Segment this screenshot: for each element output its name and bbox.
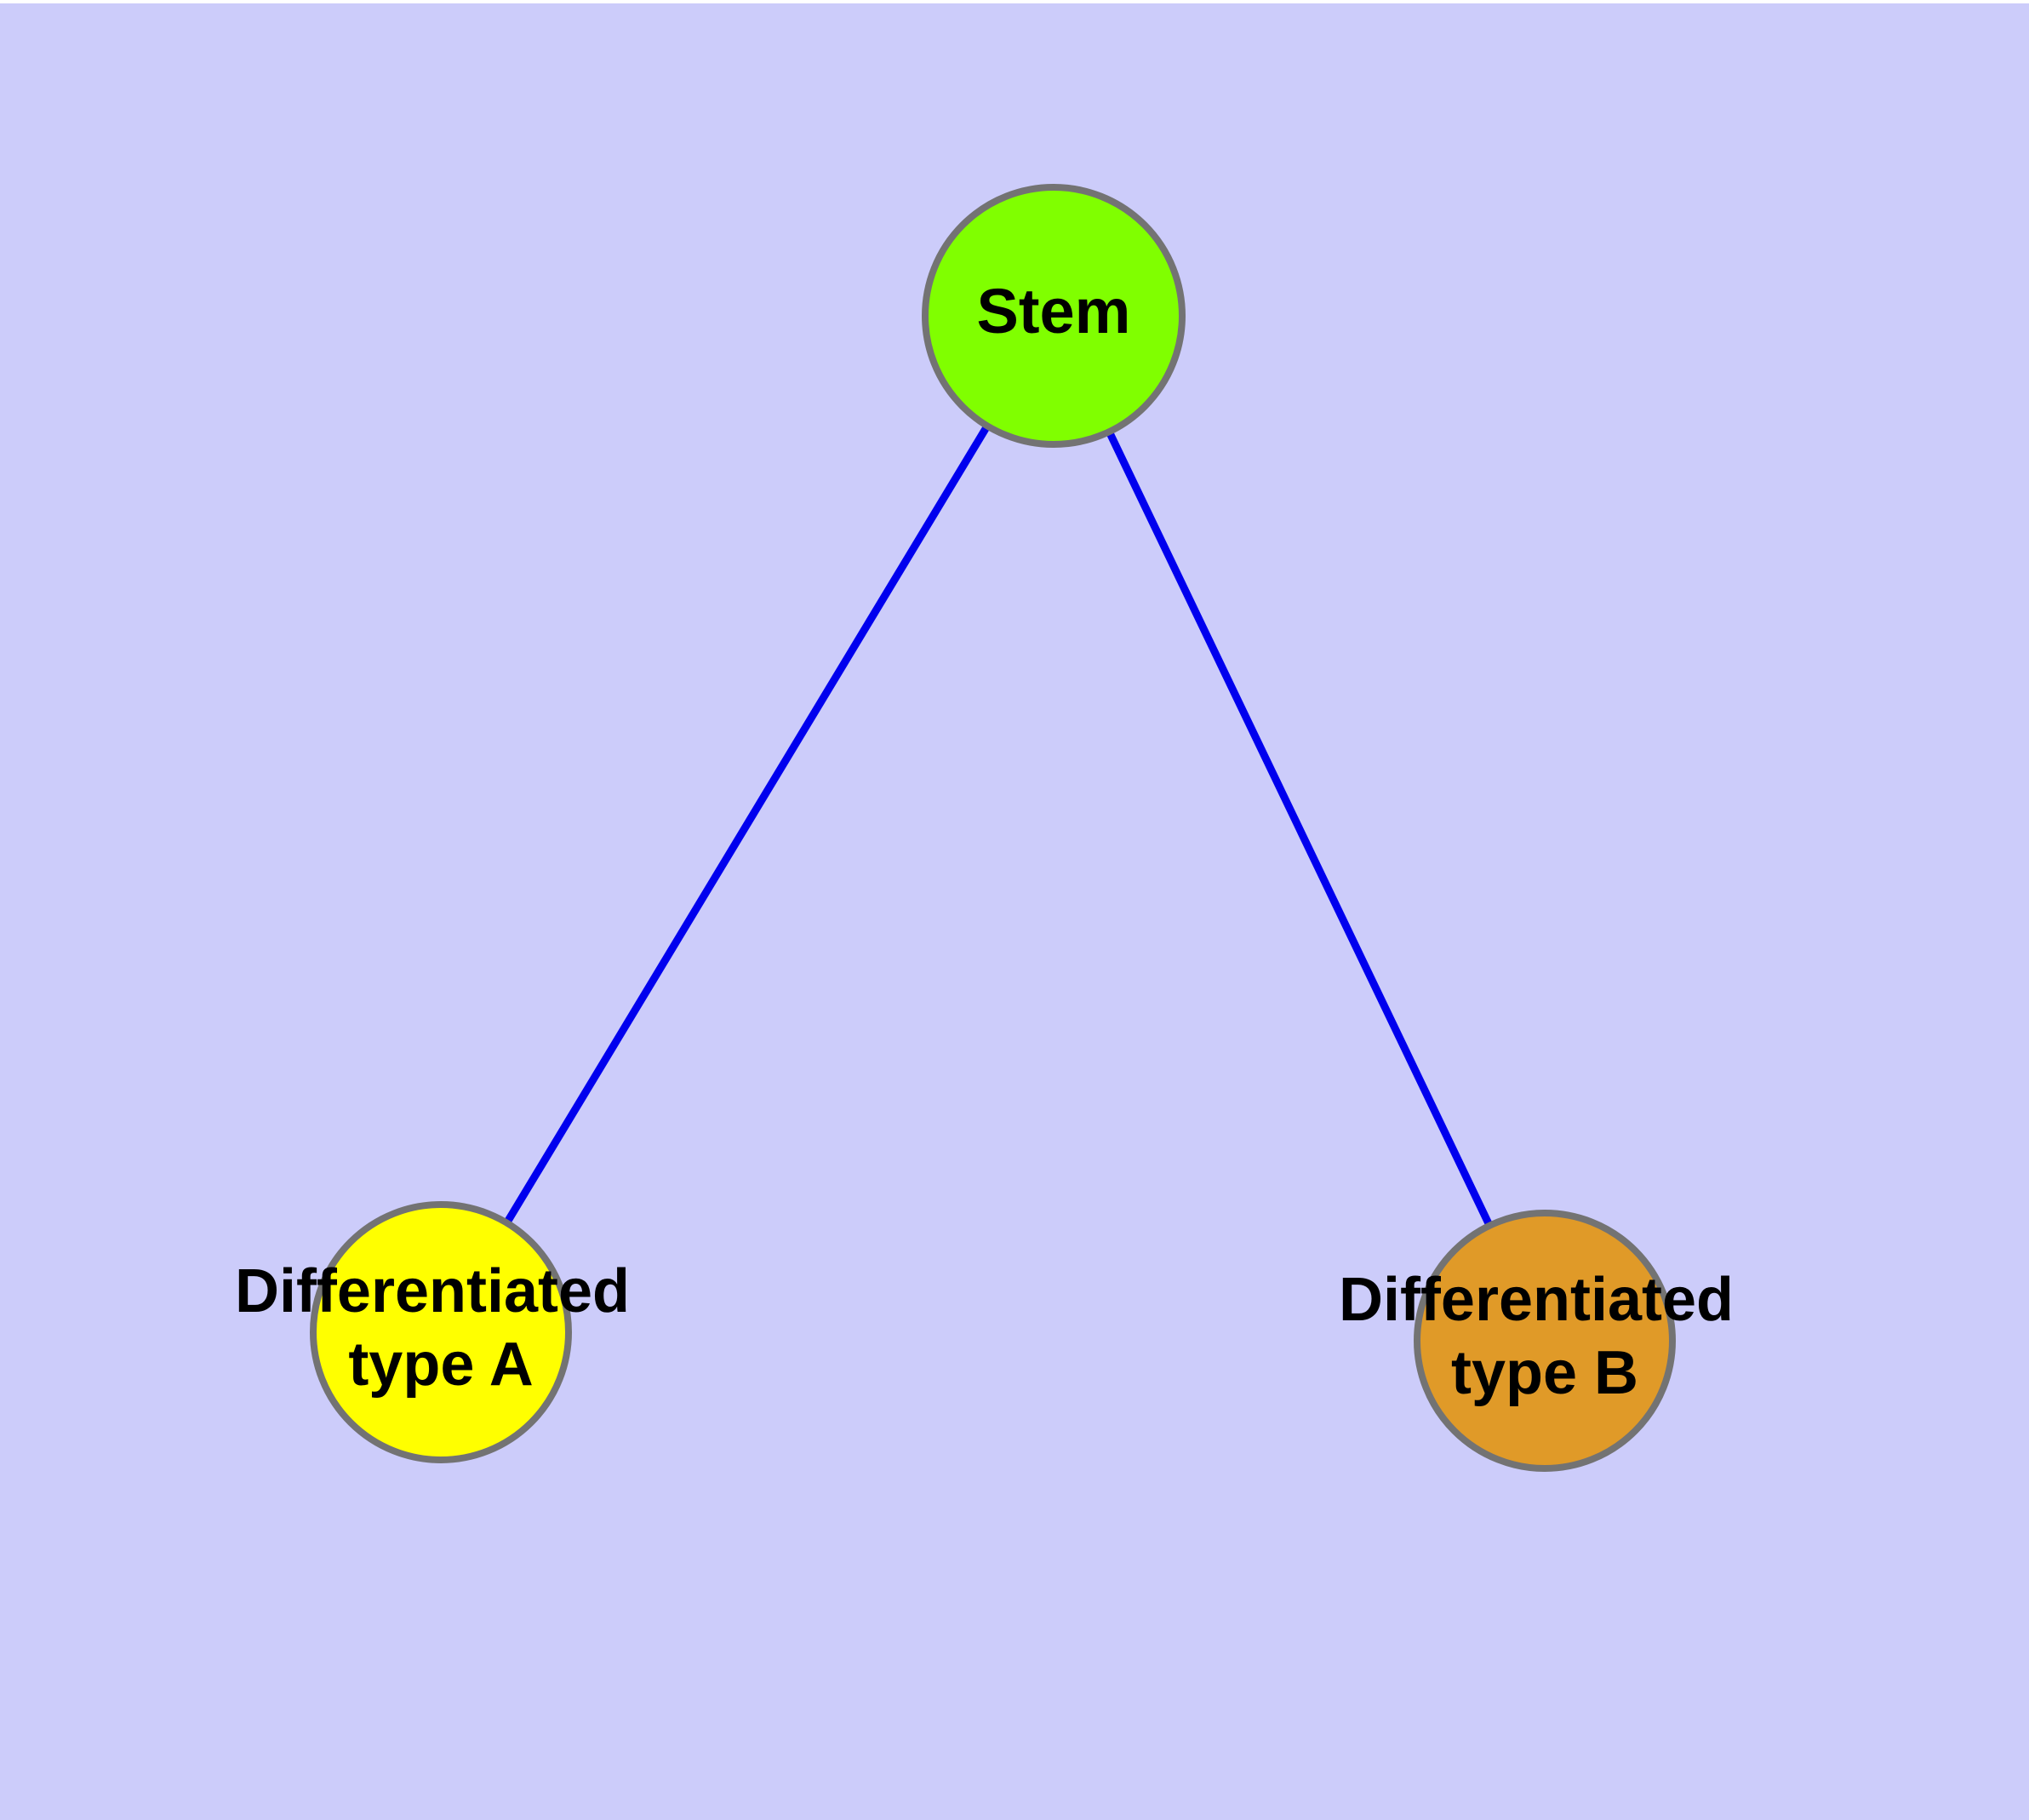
edges-layer bbox=[437, 313, 1549, 1342]
node-label-line: type A bbox=[348, 1331, 533, 1399]
node-label-line: Stem bbox=[977, 276, 1131, 346]
node-label-differentiated-type-a: Differentiated type A bbox=[235, 1257, 647, 1399]
node-label-stem: Stem bbox=[977, 276, 1131, 346]
node-circle-differentiated-type-b[interactable] bbox=[1414, 1210, 1676, 1472]
diagram-plot-area: Differentiated type A Differentiated typ… bbox=[0, 3, 2029, 1820]
node-label-line: Differentiated bbox=[1339, 1266, 1734, 1334]
edge-stem-to-differentiated-type-b[interactable] bbox=[1049, 314, 1549, 1342]
node-differentiated-type-b[interactable] bbox=[1414, 1210, 1676, 1472]
node-label-differentiated-type-b: Differentiated type B bbox=[1339, 1266, 1751, 1407]
graph-svg: Differentiated type A Differentiated typ… bbox=[235, 184, 1751, 1472]
node-label-line: type B bbox=[1451, 1339, 1638, 1407]
node-label-line: Differentiated bbox=[235, 1257, 630, 1325]
nodes-layer bbox=[310, 184, 1676, 1472]
node-circle-stem[interactable] bbox=[922, 184, 1186, 448]
node-stem[interactable] bbox=[922, 184, 1186, 448]
edge-stem-to-differentiated-type-a[interactable] bbox=[437, 313, 1057, 1335]
node-differentiated-type-a[interactable] bbox=[310, 1201, 572, 1463]
node-circle-differentiated-type-a[interactable] bbox=[310, 1201, 572, 1463]
labels-layer: Differentiated type A Differentiated typ… bbox=[235, 276, 1751, 1407]
